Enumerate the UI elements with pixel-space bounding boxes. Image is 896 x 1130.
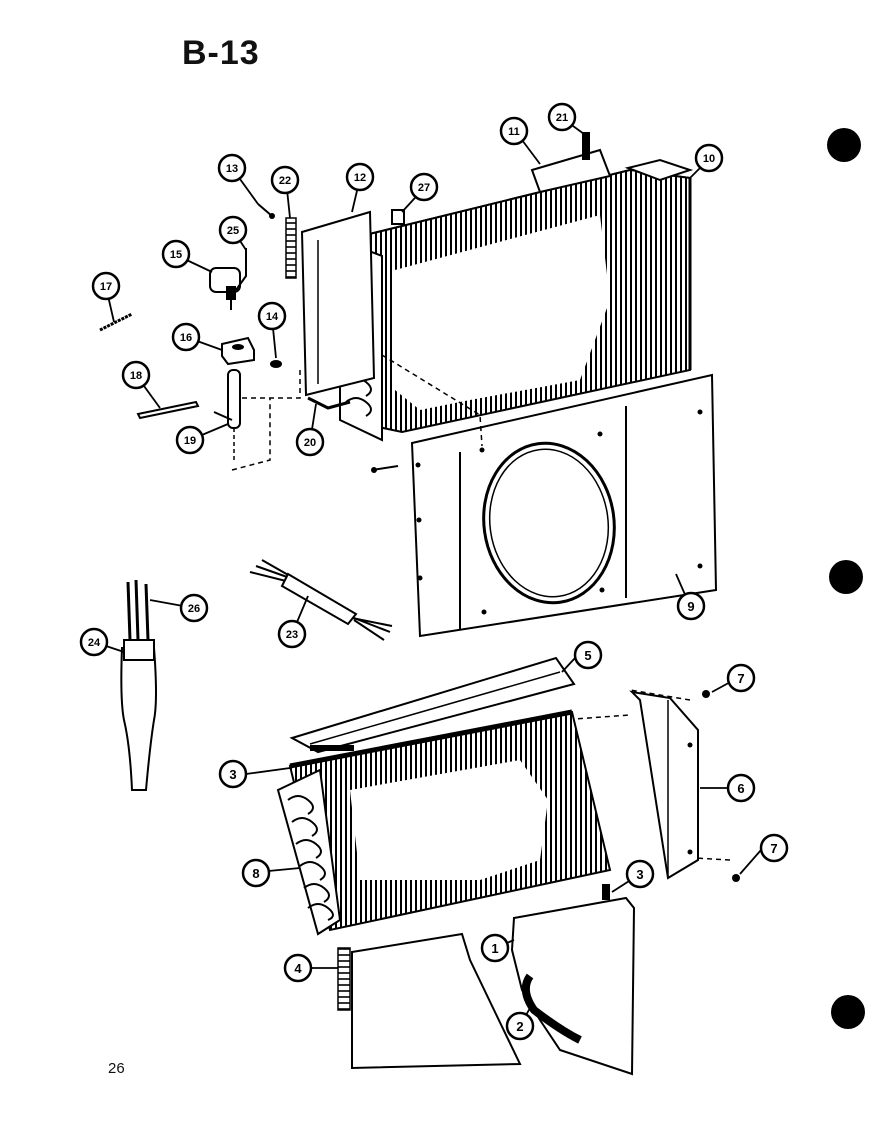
page-number: 26 [108, 1060, 125, 1077]
binder-hole-bottom [831, 995, 865, 1029]
callout-11: 11 [499, 116, 529, 146]
partition-panels [337, 896, 636, 1076]
svg-text:24: 24 [88, 637, 101, 649]
screw-7-lower [732, 874, 740, 882]
binder-hole-middle [829, 560, 863, 594]
svg-text:4: 4 [294, 961, 302, 976]
callout-7-upper: 7 [726, 663, 756, 693]
svg-text:15: 15 [170, 249, 182, 261]
callout-14: 14 [257, 301, 287, 331]
callout-7-lower: 7 [759, 833, 789, 863]
svg-text:12: 12 [354, 172, 366, 184]
callout-5: 5 [573, 640, 603, 670]
callout-21: 21 [547, 102, 577, 132]
callout-4: 4 [283, 953, 313, 983]
svg-text:22: 22 [279, 175, 291, 187]
callout-18: 18 [121, 360, 151, 390]
side-panel-6 [629, 690, 699, 880]
page-title: B-13 [182, 34, 260, 72]
bar-18 [136, 400, 200, 420]
callout-27: 27 [409, 172, 439, 202]
svg-text:19: 19 [184, 435, 196, 447]
callout-13: 13 [217, 153, 247, 183]
bracket-3-lower [602, 884, 610, 900]
svg-text:5: 5 [584, 648, 591, 663]
callout-19: 19 [175, 425, 205, 455]
svg-text:16: 16 [180, 332, 192, 344]
callout-1: 1 [480, 933, 510, 963]
svg-text:7: 7 [770, 841, 777, 856]
callout-3-upper: 3 [218, 759, 248, 789]
fan-shroud [410, 373, 718, 638]
clip-bracket [391, 209, 405, 225]
mounting-strip [285, 217, 297, 279]
callout-9: 9 [676, 591, 706, 621]
svg-text:3: 3 [636, 867, 643, 882]
callout-20: 20 [295, 427, 325, 457]
svg-text:27: 27 [418, 182, 430, 194]
callout-6: 6 [726, 773, 756, 803]
callout-17: 17 [91, 271, 121, 301]
svg-text:21: 21 [556, 112, 568, 124]
clip-14 [270, 360, 282, 368]
callout-22: 22 [270, 165, 300, 195]
svg-text:3: 3 [229, 767, 236, 782]
svg-text:11: 11 [508, 126, 520, 138]
callout-2: 2 [505, 1011, 535, 1041]
evaporator-coil [276, 709, 612, 936]
callout-15: 15 [161, 239, 191, 269]
callout-23: 23 [277, 619, 307, 649]
callout-10: 10 [694, 143, 724, 173]
callout-8: 8 [241, 858, 271, 888]
svg-text:6: 6 [737, 781, 744, 796]
callout-25: 25 [218, 215, 248, 245]
svg-text:9: 9 [687, 599, 694, 614]
wire-harness-23 [249, 559, 393, 641]
screw-13 [257, 203, 275, 219]
callout-3-lower: 3 [625, 859, 655, 889]
top-cover-5 [289, 656, 576, 754]
svg-text:7: 7 [737, 671, 744, 686]
block-16 [221, 336, 255, 366]
callout-26: 26 [179, 593, 209, 623]
shroud-screw [371, 465, 399, 473]
thermostat-19 [213, 369, 241, 462]
relay-15 [209, 267, 241, 310]
top-brackets [530, 132, 694, 194]
screw-17 [99, 312, 133, 332]
screw-7-upper [702, 690, 710, 698]
svg-text:13: 13 [226, 163, 238, 175]
tube-20 [307, 396, 351, 410]
callout-16: 16 [171, 322, 201, 352]
binder-hole-top [827, 128, 861, 162]
callout-24: 24 [79, 627, 109, 657]
svg-text:25: 25 [227, 225, 239, 237]
svg-text:18: 18 [130, 370, 142, 382]
lead-25 [235, 248, 247, 291]
svg-text:23: 23 [286, 629, 298, 641]
svg-text:10: 10 [703, 153, 715, 165]
svg-text:14: 14 [266, 311, 279, 323]
tube-sheet-bracket [300, 210, 376, 397]
svg-text:20: 20 [304, 437, 316, 449]
callout-12: 12 [345, 162, 375, 192]
power-cord-24 [120, 579, 157, 791]
svg-text:1: 1 [491, 941, 498, 956]
svg-text:2: 2 [516, 1019, 523, 1034]
svg-text:26: 26 [188, 603, 200, 615]
svg-text:17: 17 [100, 281, 112, 293]
svg-text:8: 8 [252, 866, 259, 881]
